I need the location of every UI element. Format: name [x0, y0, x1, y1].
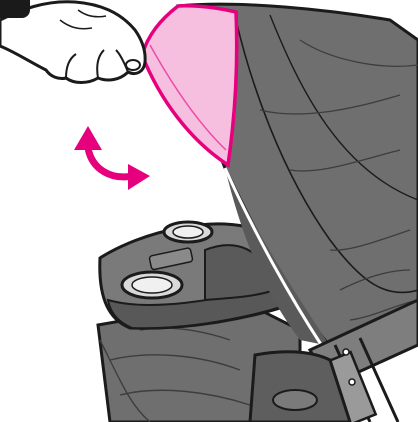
visor-extension: [142, 6, 237, 165]
step-number-badge: [0, 0, 30, 18]
curved-double-arrow-icon: [74, 126, 150, 190]
